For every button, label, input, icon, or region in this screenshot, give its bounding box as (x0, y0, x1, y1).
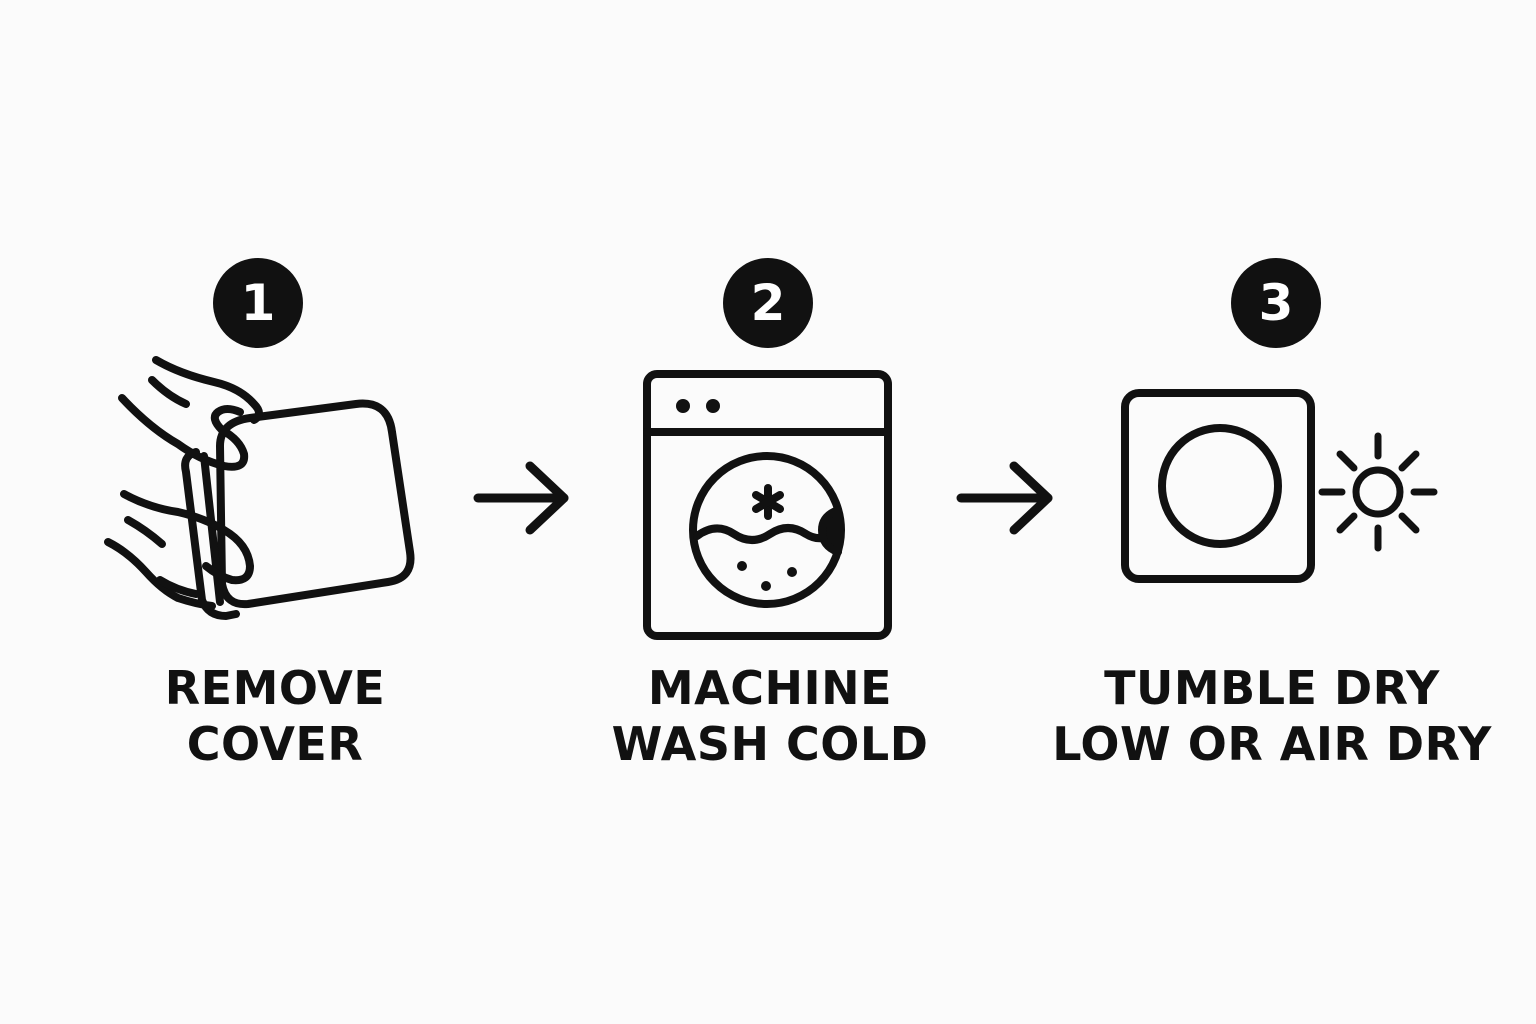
step-2-label-line-2: WASH COLD (611, 717, 929, 771)
step-1-label-line-2: COVER (186, 717, 364, 771)
step-3-number-badge: 3 (1231, 258, 1321, 348)
arrow-right-icon (473, 461, 569, 535)
step-2-label: MACHINE WASH COLD (530, 660, 1010, 772)
washing-machine-icon (643, 370, 892, 640)
step-2-label-line-1: MACHINE (647, 661, 893, 715)
step-3-label-line-1: TUMBLE DRY (1104, 661, 1440, 715)
step-2-number-badge: 2 (723, 258, 813, 348)
step-1-label: REMOVE COVER (35, 660, 515, 772)
sun-icon (1318, 432, 1438, 552)
step-3-label: TUMBLE DRY LOW OR AIR DRY (1032, 660, 1512, 772)
step-1-number-badge: 1 (213, 258, 303, 348)
step-3-label-line-2: LOW OR AIR DRY (1052, 717, 1492, 771)
tumble-dryer-icon (1121, 389, 1315, 583)
hands-removing-cover-icon (104, 356, 415, 620)
step-1-label-line-1: REMOVE (164, 661, 386, 715)
arrow-right-icon (956, 461, 1053, 535)
